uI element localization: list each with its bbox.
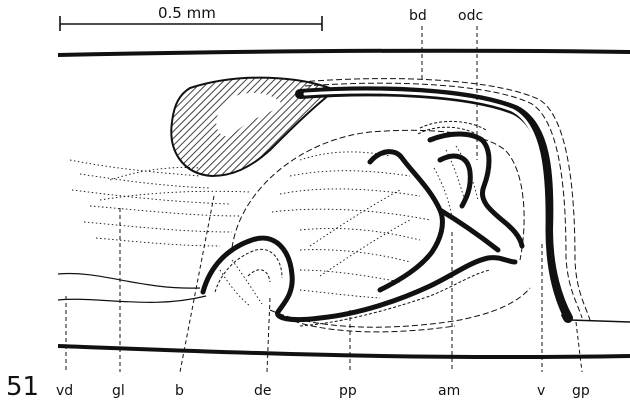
label-vd: vd (56, 384, 73, 398)
vas-deferens (58, 273, 206, 302)
label-bd: bd (409, 9, 427, 23)
label-b: b (175, 384, 184, 398)
upper-boundary-line (58, 51, 630, 55)
label-pp: pp (339, 384, 357, 398)
leader-lines (66, 26, 582, 372)
label-v: v (537, 384, 545, 398)
main-duct-lumen (305, 92, 560, 314)
scale-bar-label: 0.5 mm (158, 6, 216, 21)
label-am: am (438, 384, 460, 398)
figure-number: 51 (6, 374, 39, 400)
label-de: de (254, 384, 272, 398)
outlet-line (570, 320, 630, 322)
label-gp: gp (572, 384, 590, 398)
label-odc: odc (458, 9, 483, 23)
label-gl: gl (112, 384, 125, 398)
lower-boundary-line (58, 346, 630, 357)
